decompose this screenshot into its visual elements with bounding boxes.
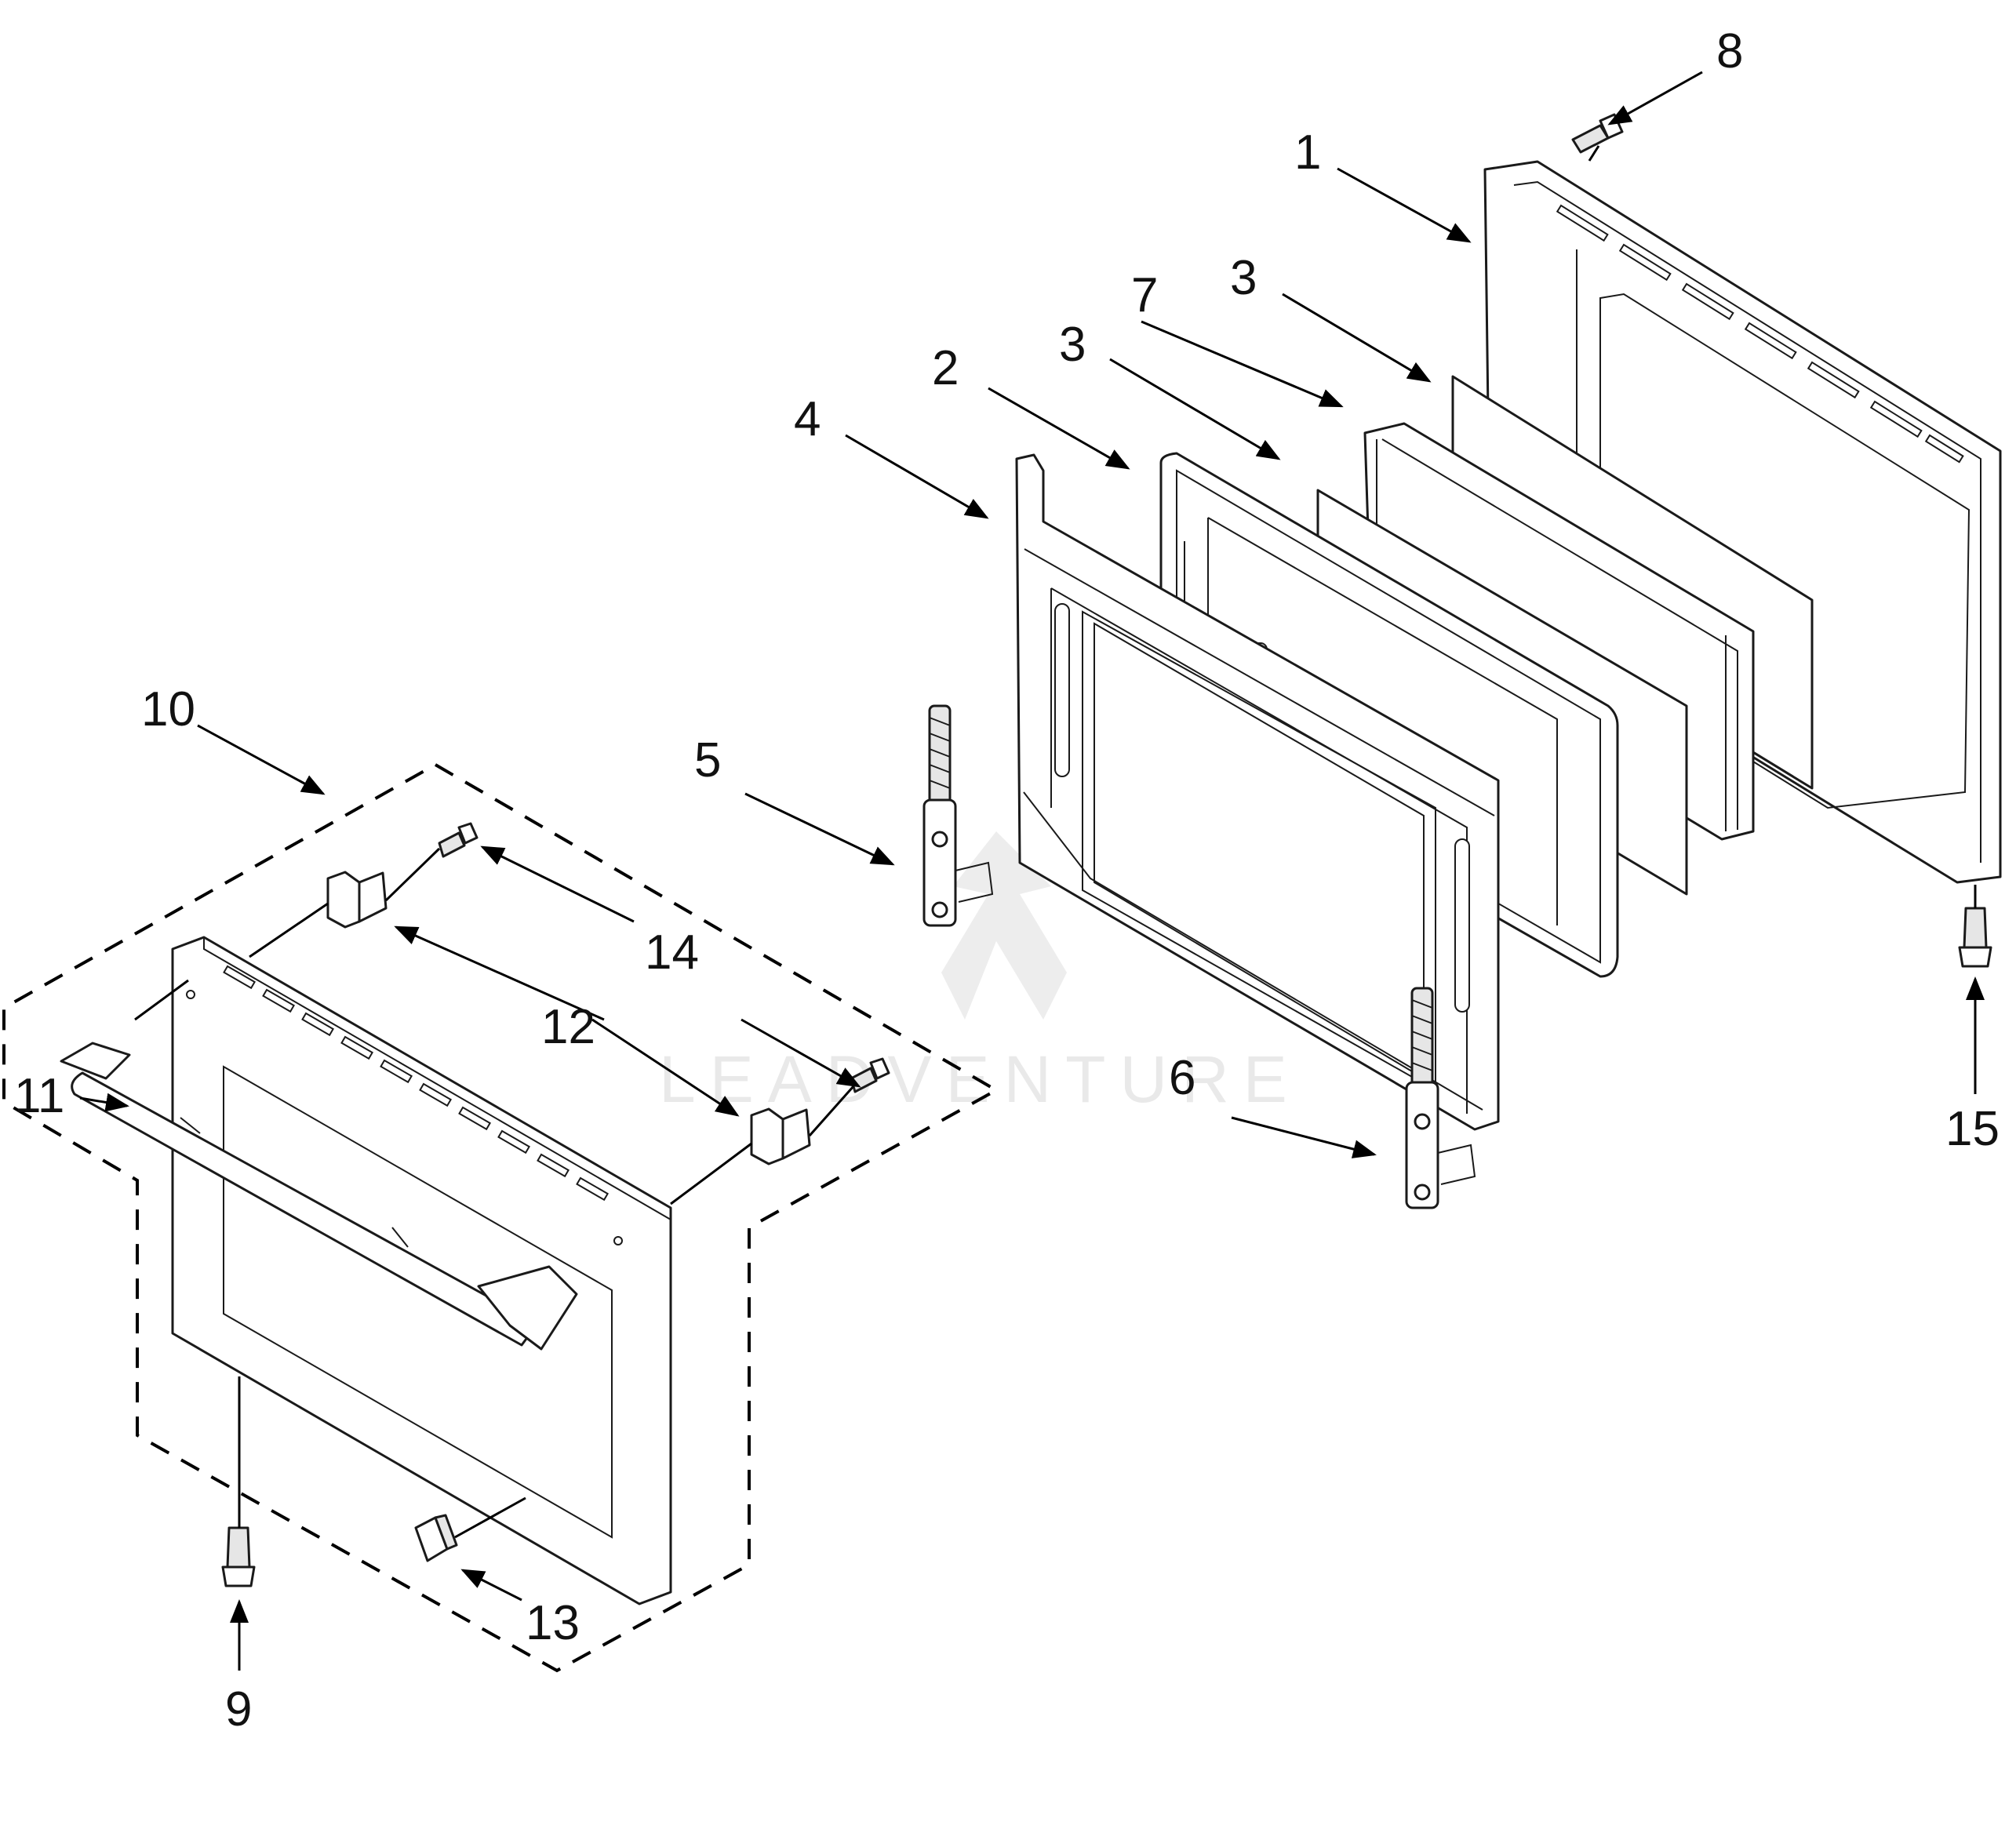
part-5-left-hinge (922, 704, 994, 927)
callout-14: 14 (645, 925, 699, 980)
callout-6: 6 (1169, 1051, 1195, 1105)
callout-3-rear: 3 (1230, 251, 1257, 305)
part-11-handle (60, 1042, 578, 1351)
callout-1: 1 (1294, 125, 1321, 180)
callout-3-front: 3 (1059, 318, 1086, 372)
callout-13: 13 (526, 1596, 580, 1650)
callout-10: 10 (141, 682, 195, 736)
part-1-inner-door-panel (1483, 160, 2002, 884)
watermark-logo (941, 831, 1067, 1020)
callout-12: 12 (541, 1000, 595, 1054)
fastener-connection-lines (134, 145, 1977, 1539)
callout-7: 7 (1131, 268, 1158, 322)
part-6-right-hinge (1405, 987, 1476, 1209)
part-14-screw-upper (438, 822, 479, 858)
part-12-bracket-upper (326, 871, 388, 929)
callout-8: 8 (1716, 24, 1743, 78)
part-13-clip (414, 1514, 458, 1562)
callout-5: 5 (694, 733, 721, 787)
part-15-screw (1958, 907, 1992, 968)
part-10-door-assembly-boundary (2, 762, 1000, 1673)
callout-9: 9 (225, 1682, 252, 1736)
part-9-screw (221, 1526, 256, 1587)
callout-15: 15 (1945, 1102, 2000, 1156)
callout-2: 2 (932, 341, 959, 395)
callout-11: 11 (14, 1069, 64, 1123)
callout-arrows (79, 71, 1985, 1671)
callout-4: 4 (794, 392, 821, 446)
part-12-bracket-lower (750, 1107, 811, 1165)
